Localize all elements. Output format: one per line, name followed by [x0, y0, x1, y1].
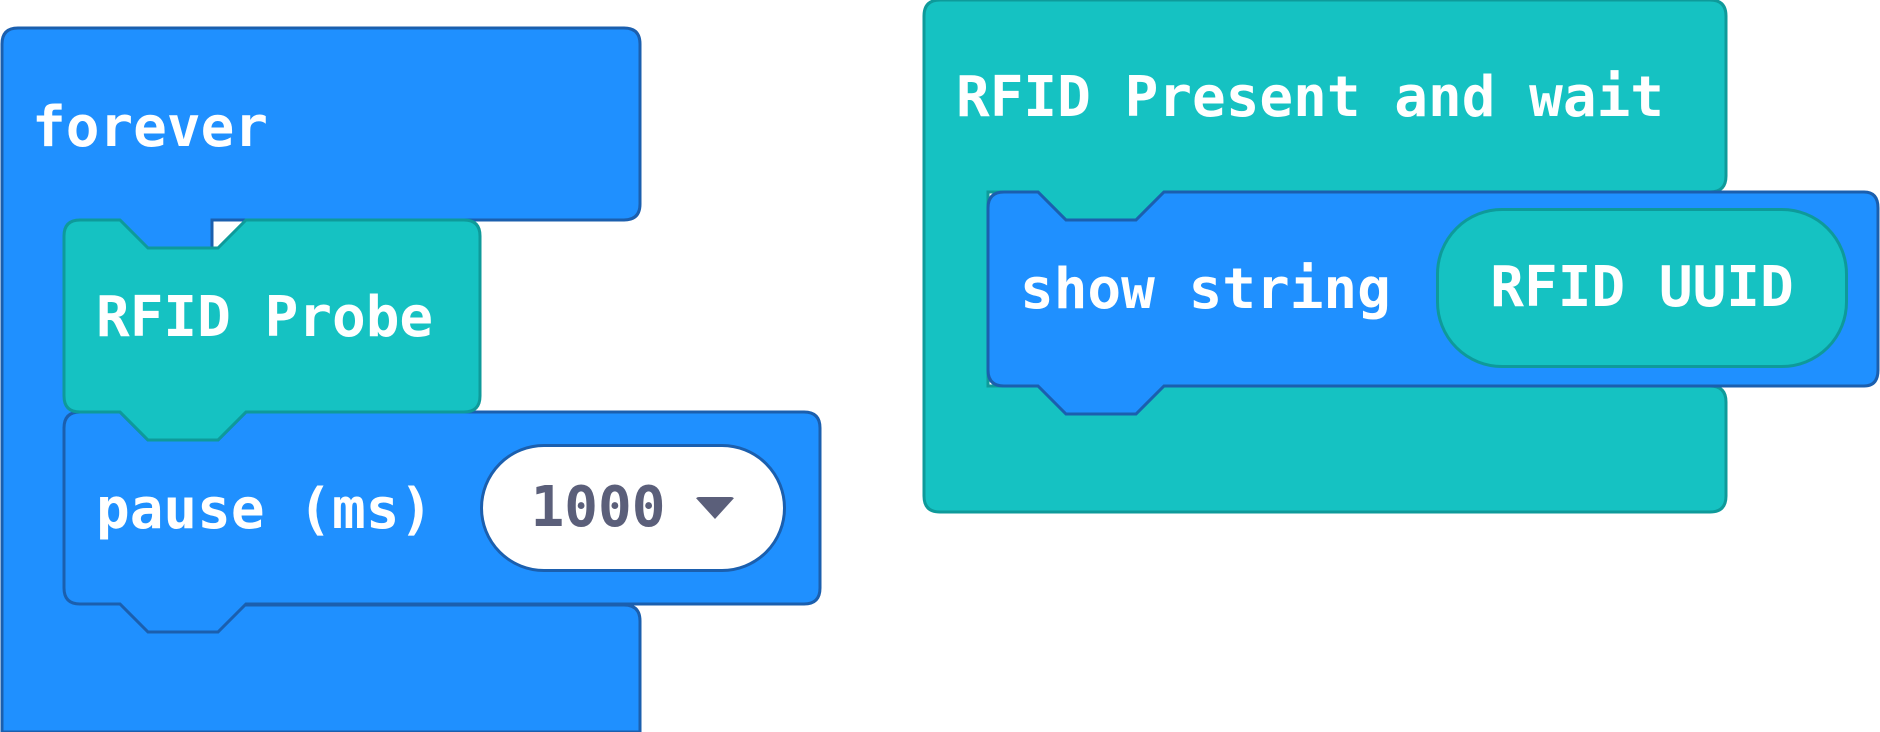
show-string-label: show string: [1020, 257, 1391, 322]
chevron-down-icon[interactable]: [695, 497, 736, 519]
forever-label: forever: [32, 95, 269, 160]
pause-duration-dropdown[interactable]: 1000: [480, 444, 786, 572]
rfid-uuid-label: RFID UUID: [1490, 255, 1794, 320]
rfid-probe-label: RFID Probe: [96, 285, 434, 350]
rfid-present-label: RFID Present and wait: [956, 65, 1665, 130]
rfid-probe-block[interactable]: [62, 218, 482, 442]
pause-label: pause (ms): [96, 477, 434, 542]
pause-duration-value: 1000: [530, 475, 666, 540]
rfid-uuid-reporter[interactable]: RFID UUID: [1436, 208, 1848, 368]
